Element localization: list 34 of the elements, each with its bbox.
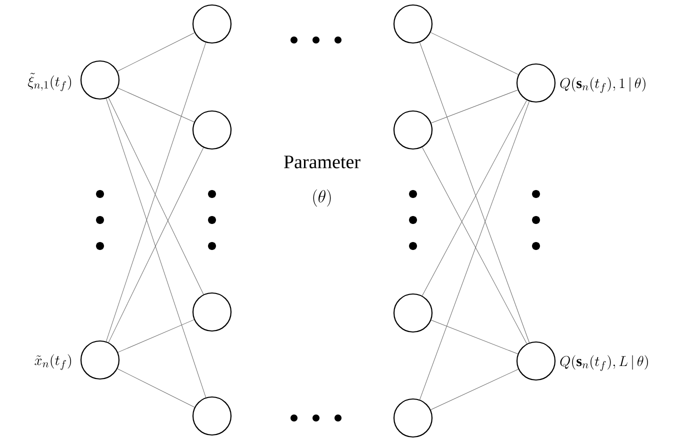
neuron-circle [192, 292, 232, 332]
connection-line [430, 368, 519, 410]
connection-line [117, 368, 195, 408]
connection-line [106, 98, 206, 398]
connection-line [118, 319, 194, 353]
neuron-circle [393, 398, 433, 438]
neuron-circle [393, 293, 433, 333]
connection-line [422, 147, 528, 344]
parameter-symbol: $(\theta)$ [313, 189, 331, 207]
neuron-circle [516, 63, 556, 103]
node-label: $\tilde{\xi}_{n,1}(t_f)$ [28, 72, 72, 92]
connection-line [419, 42, 530, 343]
connection-line [430, 320, 518, 354]
neuron-circle [192, 396, 232, 436]
connection-line [106, 42, 206, 342]
connection-line [430, 32, 519, 75]
neuron-circle [192, 4, 232, 44]
neuron-circle [80, 340, 120, 380]
node-label: $Q(\mathbf{s}_n(t_f),1\,|\,\theta)$ [560, 77, 646, 93]
connection-line [118, 88, 194, 122]
neuron-circle [393, 110, 433, 150]
node-label: $Q(\mathbf{s}_n(t_f),L\,|\,\theta)$ [560, 355, 648, 371]
connection-line [431, 90, 518, 124]
neuron-circle [80, 60, 120, 100]
parameter-label: Parameter [284, 156, 360, 168]
connection-line [117, 32, 195, 72]
connection-line [420, 101, 530, 400]
connection-line [108, 147, 204, 343]
node-label: $\tilde{x}_{n}(t_f)$ [34, 354, 72, 370]
connection-line [108, 97, 204, 295]
neuron-circle [516, 341, 556, 381]
neuron-circle [192, 110, 232, 150]
connection-line [422, 100, 528, 296]
neuron-circle [393, 4, 433, 44]
